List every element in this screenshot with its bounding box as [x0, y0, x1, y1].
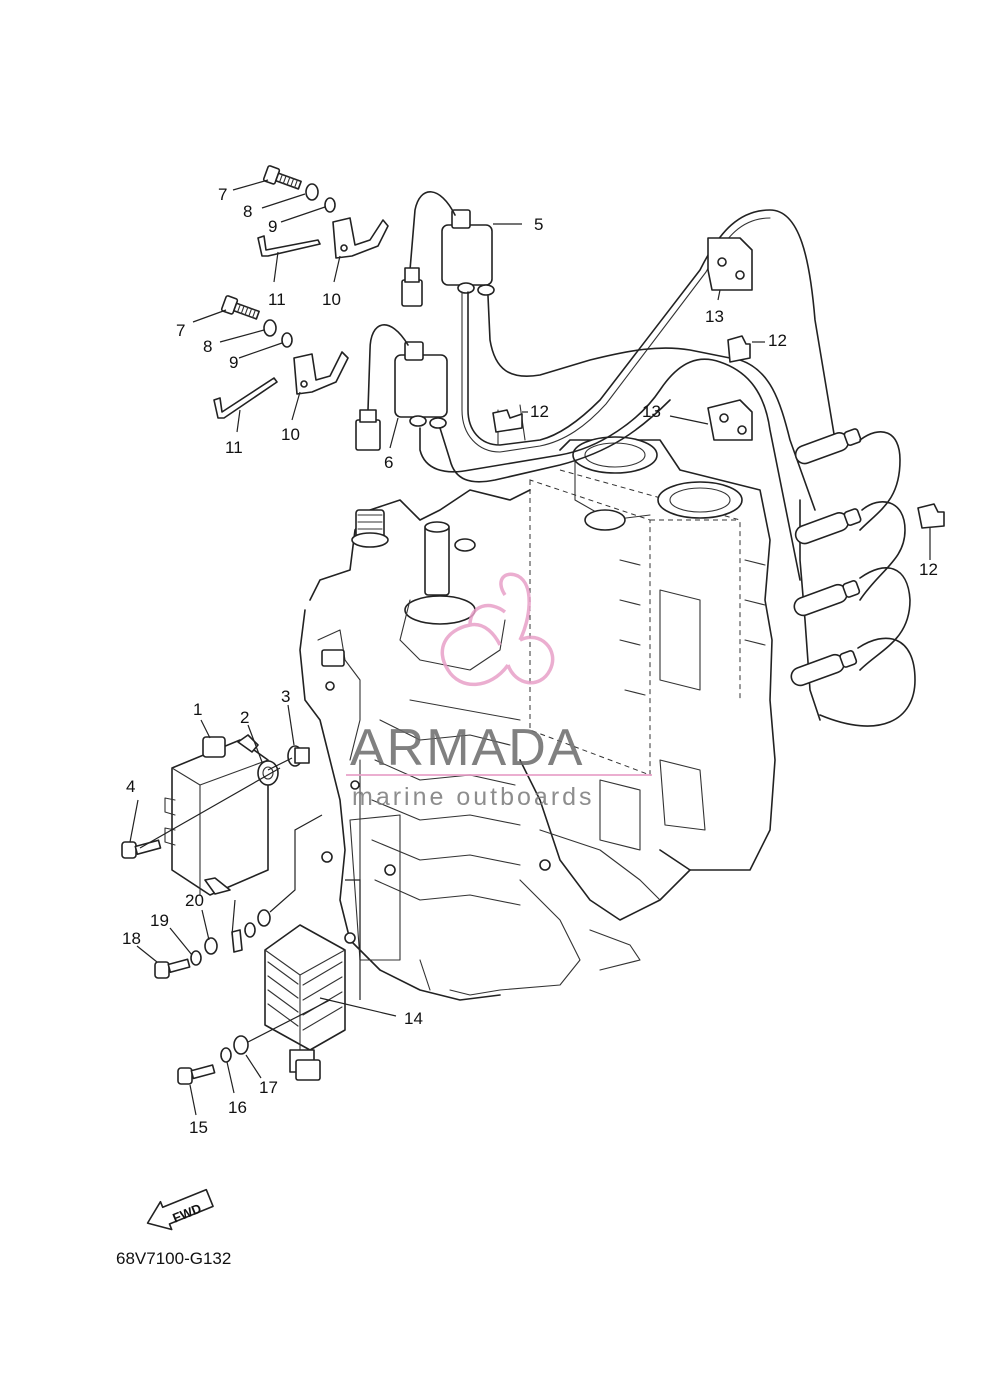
ignition-coil-5: [401, 191, 495, 307]
cable-ties-11: [213, 235, 321, 419]
watermark: ARMADA marine outboards: [346, 572, 652, 811]
bolt-4: [121, 839, 162, 859]
forward-arrow-icon: [146, 1188, 214, 1231]
spark-plug-caps: [790, 428, 916, 727]
brackets-13: [707, 237, 753, 441]
watermark-logo-icon: [440, 572, 555, 687]
callout-18: 18: [122, 929, 141, 948]
callout-8: 8: [243, 202, 252, 221]
callout-5: 5: [534, 215, 543, 234]
callout-10: 10: [322, 290, 341, 309]
spark-plug-cords: [419, 209, 836, 721]
callout-11: 11: [268, 290, 286, 309]
callout-7: 7: [218, 185, 227, 204]
watermark-tagline: marine outboards: [352, 783, 595, 811]
diagram-code: 68V7100-G132: [116, 1249, 231, 1268]
callout-12: 12: [919, 560, 938, 579]
grommet-2: [257, 760, 279, 786]
callout-11: 11: [225, 438, 243, 457]
washers-16-17-19-20: [190, 909, 271, 1063]
callout-12: 12: [768, 331, 787, 350]
callout-13: 13: [642, 402, 661, 421]
callout-16: 16: [228, 1098, 247, 1117]
fwd-marker: FWD: [146, 1188, 214, 1231]
callout-3: 3: [281, 687, 290, 706]
coil-brackets: [293, 217, 389, 395]
callout-10: 10: [281, 425, 300, 444]
callout-14: 14: [404, 1009, 423, 1028]
engine-block: [449, 436, 776, 996]
callout-2: 2: [240, 708, 249, 727]
collar-3: [287, 745, 310, 767]
callout-9: 9: [229, 353, 238, 372]
ignition-coil-6: [355, 324, 448, 451]
engine-housing: [299, 489, 551, 1001]
bolts-15-18: [154, 958, 216, 1085]
leader-lines: [129, 179, 931, 1116]
bolts-7: [220, 165, 302, 320]
rectifier-regulator: [264, 924, 346, 1081]
callout-9: 9: [268, 217, 277, 236]
callout-6: 6: [384, 453, 393, 472]
callout-12: 12: [530, 402, 549, 421]
callout-13: 13: [705, 307, 724, 326]
washers-8-9: [263, 183, 336, 348]
callout-7: 7: [176, 321, 185, 340]
callout-labels: 7 8 9 11 10 5 7 8 9 11 10 6 13 12 12 13 …: [122, 185, 938, 1137]
callout-8: 8: [203, 337, 212, 356]
callout-1: 1: [193, 700, 202, 719]
watermark-brand: ARMADA: [350, 719, 584, 777]
callout-20: 20: [185, 891, 204, 910]
callout-19: 19: [150, 911, 169, 930]
callout-15: 15: [189, 1118, 208, 1137]
cdi-unit: [164, 734, 269, 896]
callout-4: 4: [126, 777, 135, 796]
clamps-12: [492, 335, 945, 529]
callout-17: 17: [259, 1078, 278, 1097]
